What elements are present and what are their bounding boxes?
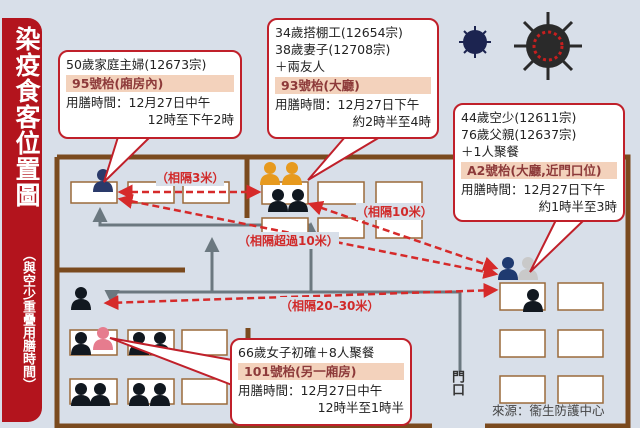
meal-time-label: 用膳時間：12月27日下午 [461,182,606,197]
callout-93-table: 34歲搭棚工(12654宗) 38歲妻子(12708宗) ＋兩友人 93號枱(大… [267,18,439,139]
virus-icon-large [514,12,582,80]
callout-101-table: 66歲女子初確＋8人聚餐 101號枱(另一廂房) 用膳時間：12月27日中午 1… [230,338,412,426]
distance-label-20-30m: （相隔20–30米） [280,297,380,314]
meal-time-label: 用膳時間：12月27日下午 [275,97,420,112]
distance-label-3m: （相隔3米） [156,169,225,186]
meal-time-range: 12時半至1時半 [317,400,404,415]
callout-a2-table: 44歲空少(12611宗) 76歲父親(12637宗) ＋1人聚餐 A2號枱(大… [453,103,625,222]
diner-info: ＋1人聚餐 [461,144,519,159]
virus-icon-small [459,26,491,58]
source-credit: 來源：衞生防護中心 [492,403,605,418]
diner-info: 76歲父親(12637宗) [461,127,577,142]
diner-info: 44歲空少(12611宗) [461,110,577,125]
worker-icon [282,162,302,185]
callout-95-table: 50歲家庭主婦(12673宗) 95號枱(廂房內) 用膳時間：12月27日中午 … [58,50,242,139]
meal-time-range: 12時至下午2時 [147,112,234,127]
callout-tails [103,136,585,386]
meal-time-label: 用膳時間：12月27日中午 [238,383,383,398]
diner-info: ＋兩友人 [275,59,326,74]
diner-info: 66歲女子初確＋8人聚餐 [238,345,375,360]
virus-icons [459,12,582,80]
page-title: 染疫食客位置圖 [12,26,41,208]
distance-label-10m: （相隔10米） [356,203,433,220]
meal-time-range: 約1時半至3時 [538,199,617,214]
meal-time-range: 約2時半至4時 [352,114,431,129]
table-label: 93號枱(大廳) [275,77,431,94]
table-label: 95號枱(廂房內) [66,75,234,92]
title-banner [2,18,42,422]
distance-label-over-10m: （相隔超過10米） [238,232,339,249]
table-label: A2號枱(大廳,近門口位) [461,162,617,179]
person-icon [71,287,91,310]
diner-info: 38歲妻子(12708宗) [275,42,391,57]
wife-icon [260,162,280,185]
flight-attendant-icon [498,257,518,280]
diner-info: 34歲搭棚工(12654宗) [275,25,403,40]
door-label: 門口 [449,370,464,396]
meal-time-label: 用膳時間：12月27日中午 [66,95,211,110]
diner-info: 50歲家庭主婦(12673宗) [66,57,207,72]
page-subtitle: （與空少重疊用膳時間） [20,248,35,391]
table-label: 101號枱(另一廂房) [238,363,404,380]
